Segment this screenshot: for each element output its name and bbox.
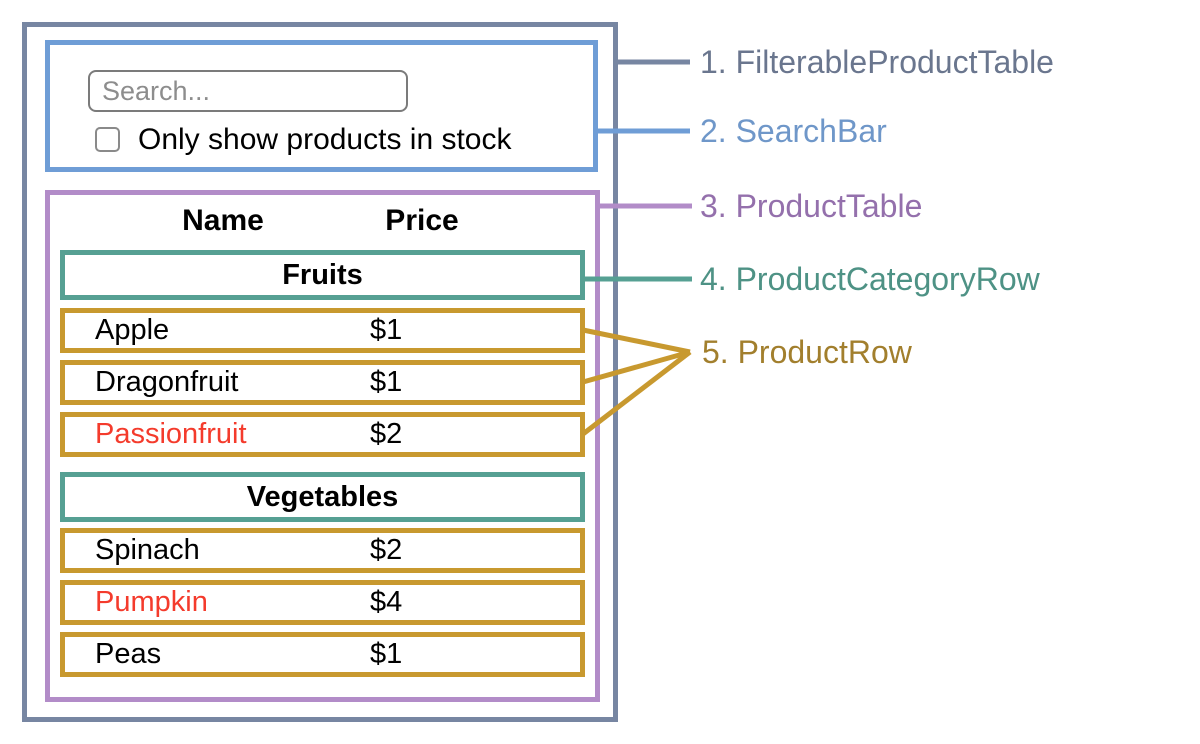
product-price: $1 xyxy=(370,366,403,398)
category-row-fruits: Fruits xyxy=(60,250,585,300)
product-row-apple: Apple $1 xyxy=(60,308,585,353)
category-label: Fruits xyxy=(282,258,363,291)
product-price: $1 xyxy=(370,314,403,346)
legend-filterable-product-table: 1. FilterableProductTable xyxy=(700,44,1054,80)
legend-product-row: 5. ProductRow xyxy=(702,334,912,370)
product-price: $4 xyxy=(370,586,403,618)
search-input[interactable] xyxy=(88,70,408,112)
in-stock-checkbox[interactable] xyxy=(95,127,120,152)
in-stock-checkbox-label[interactable]: Only show products in stock xyxy=(138,123,512,156)
category-label: Vegetables xyxy=(246,480,399,513)
column-header-price: Price xyxy=(385,204,459,237)
product-price: $1 xyxy=(370,638,403,670)
product-name: Pumpkin xyxy=(95,586,208,618)
product-row-pumpkin: Pumpkin $4 xyxy=(60,580,585,625)
legend-product-category-row: 4. ProductCategoryRow xyxy=(700,261,1040,297)
product-price: $2 xyxy=(370,418,403,450)
category-row-vegetables: Vegetables xyxy=(60,472,585,522)
product-row-spinach: Spinach $2 xyxy=(60,528,585,573)
product-row-passionfruit: Passionfruit $2 xyxy=(60,412,585,457)
legend-product-table: 3. ProductTable xyxy=(700,188,923,224)
product-row-dragonfruit: Dragonfruit $1 xyxy=(60,360,585,405)
product-name: Peas xyxy=(95,638,162,670)
product-name: Spinach xyxy=(95,534,200,566)
product-row-peas: Peas $1 xyxy=(60,632,585,677)
product-name: Dragonfruit xyxy=(95,366,239,398)
product-price: $2 xyxy=(370,534,403,566)
product-name: Passionfruit xyxy=(95,418,247,450)
legend-search-bar: 2. SearchBar xyxy=(700,113,887,149)
product-name: Apple xyxy=(95,314,170,346)
column-header-name: Name xyxy=(182,204,264,237)
